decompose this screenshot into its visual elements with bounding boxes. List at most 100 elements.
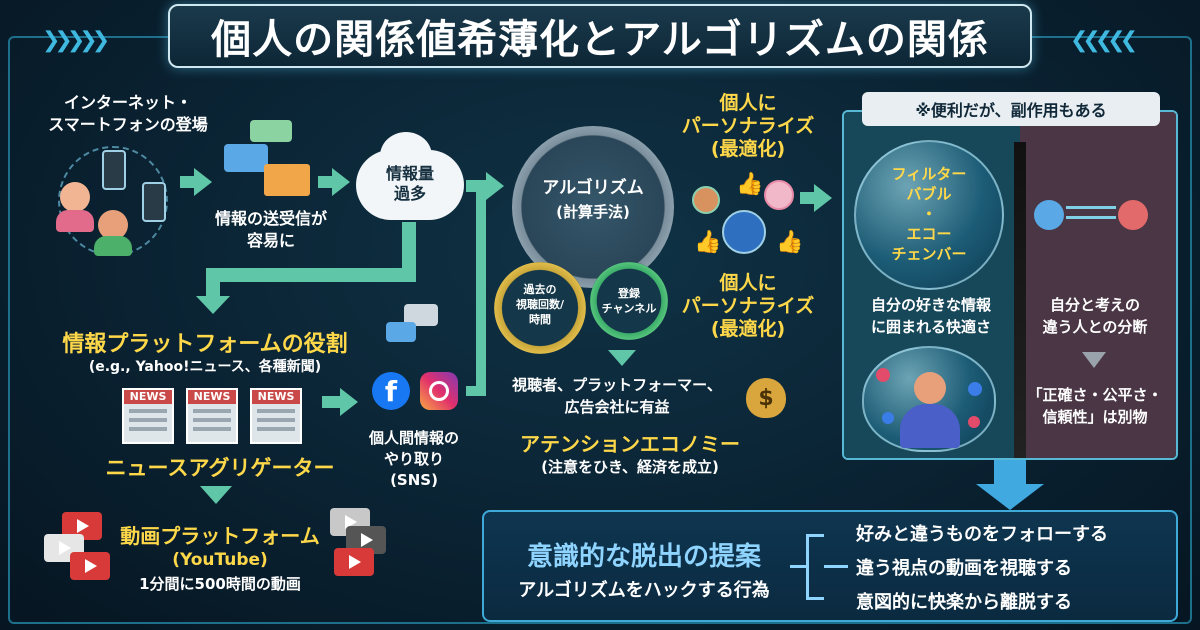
arrow-shaft bbox=[318, 176, 332, 188]
personalize-bottom-line3: (最適化) bbox=[710, 318, 786, 340]
comfort-label: 自分の好きな情報 に囲まれる快適さ bbox=[846, 294, 1016, 338]
chevrons-left-icon: ❯❯❯❯❯ bbox=[42, 28, 110, 53]
past-line1: 過去の bbox=[523, 283, 557, 296]
comm-line1: 情報の送受信が bbox=[214, 209, 327, 228]
cloud-line1: 情報量 bbox=[385, 164, 434, 183]
person-icon bbox=[692, 186, 720, 214]
bubble-label: フィルター バブル ・ エコー チェンバー bbox=[854, 164, 1004, 264]
person-icon bbox=[1118, 200, 1148, 230]
thumbs-up-icon: 👍 bbox=[736, 172, 764, 197]
arrow-right-icon bbox=[486, 172, 504, 200]
comfort-line1: 自分の好きな情報 bbox=[870, 296, 991, 314]
platform-sub: (e.g., Yahoo!ニュース、各種新聞) bbox=[88, 359, 322, 375]
accuracy-label: 「正確さ・公平さ・ 信頼性」は別物 bbox=[1022, 384, 1168, 428]
proposal-item: 意図的に快楽から離脱する bbox=[856, 592, 1072, 613]
thumbs-up-icon: 👍 bbox=[776, 230, 804, 255]
sns-label: 個人間情報の やり取り (SNS) bbox=[352, 428, 476, 491]
past-views-gear-icon bbox=[494, 262, 586, 354]
division-label: 自分と考えの 違う人との分断 bbox=[1022, 294, 1168, 338]
attention-sub: (注意をひき、経済を成立) bbox=[541, 458, 719, 476]
personalize-top: 個人に パーソナライズ (最適化) bbox=[676, 92, 820, 161]
connector-line bbox=[206, 268, 220, 298]
personalize-top-line1: 個人に bbox=[719, 92, 777, 114]
attention-title: アテンションエコノミー bbox=[520, 432, 740, 456]
smartphone-icon bbox=[102, 150, 126, 190]
arrow-down-icon bbox=[200, 486, 232, 504]
sns-line1: 個人間情報の bbox=[368, 429, 459, 447]
video-icon bbox=[70, 552, 110, 580]
side-effect-header: ※便利だが、副作用もある bbox=[862, 92, 1160, 126]
video-icon bbox=[334, 548, 374, 576]
chevrons-right-icon: ❮❮❮❮❮ bbox=[1070, 28, 1138, 53]
bubble-line2: バブル bbox=[906, 185, 952, 203]
video-platform-label: 動画プラットフォーム (YouTube) 1分間に500時間の動画 bbox=[110, 524, 330, 596]
algorithm-line1: アルゴリズム bbox=[542, 178, 644, 198]
platform-heading: 情報プラットフォームの役割 bbox=[62, 332, 348, 357]
channel-line2: チャンネル bbox=[601, 302, 657, 315]
arrow-right-icon bbox=[814, 184, 832, 212]
bubble-line5: チェンバー bbox=[891, 245, 967, 263]
instagram-lens bbox=[429, 381, 449, 401]
chat-bubble-icon bbox=[224, 144, 268, 172]
arrow-right-icon bbox=[340, 388, 358, 416]
arrow-right-icon bbox=[332, 168, 350, 196]
news-icon: NEWS bbox=[250, 388, 302, 444]
title-banner: 個人の関係値希薄化とアルゴリズムの関係 bbox=[168, 4, 1032, 68]
channel-label: 登録 チャンネル bbox=[590, 286, 668, 316]
like-icon bbox=[882, 412, 894, 424]
money-bag-icon: $ bbox=[746, 378, 786, 418]
news-icon: NEWS bbox=[186, 388, 238, 444]
connector-line bbox=[402, 222, 416, 282]
accuracy-line1: 「正確さ・公平さ・ bbox=[1027, 386, 1163, 404]
personalize-top-line3: (最適化) bbox=[710, 138, 786, 160]
thumbs-up-icon: 👍 bbox=[694, 230, 722, 255]
news-icon-label: NEWS bbox=[188, 390, 236, 404]
internet-label: インターネット・ スマートフォンの登場 bbox=[28, 92, 228, 136]
side-effect-header-text: ※便利だが、副作用もある bbox=[915, 101, 1107, 120]
people-phones-group bbox=[56, 146, 168, 256]
aggregator-label: ニュースアグリゲーター bbox=[105, 456, 335, 480]
personalize-bottom: 個人に パーソナライズ (最適化) bbox=[676, 272, 820, 341]
news-icon-label: NEWS bbox=[124, 390, 172, 404]
person-icon bbox=[722, 210, 766, 254]
news-icon-label: NEWS bbox=[252, 390, 300, 404]
internet-line2: スマートフォンの登場 bbox=[48, 115, 208, 134]
smartphone-icon bbox=[142, 182, 166, 222]
connector-line bbox=[206, 268, 416, 282]
arrow-right-icon bbox=[194, 168, 212, 196]
person-icon bbox=[60, 182, 90, 212]
arrow-shaft bbox=[180, 176, 194, 188]
bubble-line1: フィルター bbox=[891, 165, 967, 183]
facebook-icon: f bbox=[372, 372, 410, 410]
video-line3: 1分間に500時間の動画 bbox=[139, 575, 301, 593]
video-line1: 動画プラットフォーム bbox=[120, 524, 320, 548]
cloud-label: 情報量 過多 bbox=[356, 164, 464, 204]
algorithm-gear-icon bbox=[512, 126, 674, 288]
heart-icon bbox=[876, 368, 890, 382]
bracket-line bbox=[806, 534, 824, 600]
link-line bbox=[1066, 216, 1116, 219]
bracket-line bbox=[790, 565, 806, 568]
past-views-label: 過去の 視聴回数/ 時間 bbox=[494, 282, 586, 327]
past-line3: 時間 bbox=[529, 313, 551, 326]
arrow-down-icon bbox=[608, 350, 636, 366]
personalize-bottom-line1: 個人に bbox=[719, 272, 777, 294]
proposal-box: 意識的な脱出の提案 アルゴリズムをハックする行為 好みと違うものをフォローする … bbox=[482, 510, 1178, 622]
video-icon bbox=[44, 534, 84, 562]
proposal-title: 意識的な脱出の提案 bbox=[526, 542, 761, 572]
past-line2: 視聴回数/ bbox=[515, 298, 565, 311]
instagram-icon bbox=[420, 372, 458, 410]
arrow-shaft bbox=[994, 460, 1026, 486]
connector-line bbox=[476, 186, 486, 396]
news-icon: NEWS bbox=[122, 388, 174, 444]
sns-line3: (SNS) bbox=[390, 471, 438, 489]
bracket-line bbox=[824, 565, 848, 568]
page-title: 個人の関係値希薄化とアルゴリズムの関係 bbox=[211, 17, 989, 63]
channel-line1: 登録 bbox=[618, 287, 640, 300]
cloud-icon bbox=[356, 132, 464, 220]
video-line2: (YouTube) bbox=[172, 550, 268, 570]
panel-right-half bbox=[1020, 112, 1176, 458]
bubble-line4: エコー bbox=[906, 225, 952, 243]
algorithm-label: アルゴリズム (計算手法) bbox=[512, 176, 674, 224]
algorithm-line2: (計算手法) bbox=[556, 203, 630, 221]
